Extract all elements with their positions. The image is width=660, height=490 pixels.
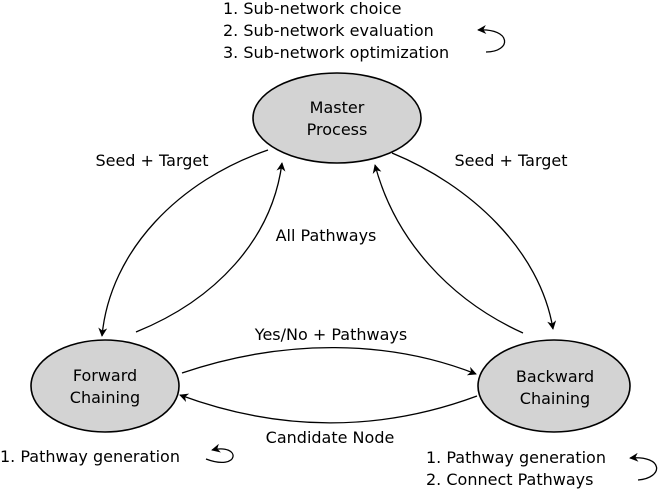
master-loop-icon bbox=[477, 25, 506, 53]
master-process-ellipse bbox=[252, 72, 422, 164]
backward-chaining-label-line1: Backward bbox=[516, 367, 594, 386]
master-process-label-line2: Process bbox=[307, 120, 368, 139]
backward-loop-icon bbox=[629, 452, 658, 481]
backward-task-1: 1. Pathway generation bbox=[426, 448, 606, 467]
master-task-2: 2. Sub-network evaluation bbox=[223, 21, 434, 40]
forward-chaining-label-line2: Chaining bbox=[70, 388, 140, 407]
edge-label-all-pathways: All Pathways bbox=[276, 226, 377, 245]
forward-loop-icon bbox=[205, 443, 234, 464]
backward-chaining-ellipse bbox=[477, 339, 631, 433]
arrow-backward-to-forward bbox=[179, 393, 478, 424]
master-task-3: 3. Sub-network optimization bbox=[223, 43, 449, 62]
forward-chaining-label-line1: Forward bbox=[73, 366, 137, 385]
edge-label-master-to-backward: Seed + Target bbox=[454, 151, 567, 170]
forward-task-1: 1. Pathway generation bbox=[0, 447, 180, 466]
edge-label-candidate-node: Candidate Node bbox=[266, 428, 395, 447]
edge-label-master-to-forward: Seed + Target bbox=[95, 151, 208, 170]
master-process-label-line1: Master bbox=[310, 98, 365, 117]
arrow-backward-to-master bbox=[372, 164, 524, 334]
arrow-master-to-backward bbox=[391, 152, 557, 330]
master-task-1: 1. Sub-network choice bbox=[223, 0, 401, 18]
arrow-forward-to-backward bbox=[181, 346, 477, 376]
backward-task-2: 2. Connect Pathways bbox=[426, 470, 593, 489]
backward-task-list: 1. Pathway generation 2. Connect Pathway… bbox=[426, 448, 606, 489]
forward-chaining-ellipse bbox=[30, 339, 180, 433]
arrow-forward-to-master bbox=[135, 162, 286, 333]
edge-label-yes-no-pathways: Yes/No + Pathways bbox=[254, 325, 407, 344]
master-task-list: 1. Sub-network choice 2. Sub-network eva… bbox=[223, 0, 449, 62]
backward-chaining-label-line2: Chaining bbox=[520, 389, 590, 408]
forward-task-list: 1. Pathway generation bbox=[0, 447, 180, 466]
backward-chaining-node: Backward Chaining bbox=[477, 339, 631, 433]
master-process-node: Master Process bbox=[252, 72, 422, 164]
arrow-master-to-forward bbox=[98, 149, 269, 337]
forward-chaining-node: Forward Chaining bbox=[30, 339, 180, 433]
